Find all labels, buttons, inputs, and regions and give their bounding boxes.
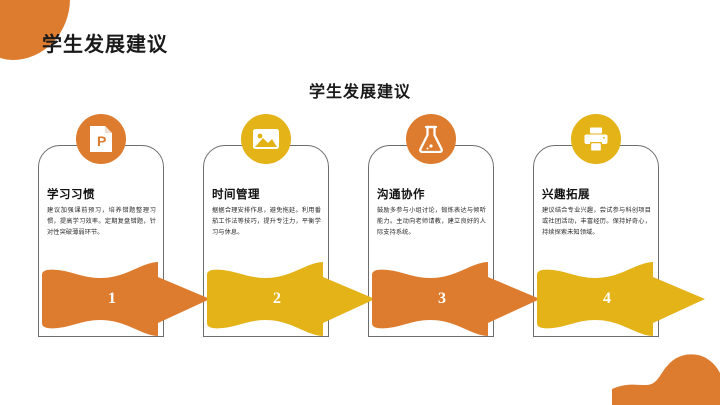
page-title: 学生发展建议	[308, 84, 411, 101]
card-3[interactable]: 沟通协作 鼓励多参与小组讨论，锻炼表达与倾听能力。主动向老师请教，建立良好的人际…	[368, 114, 494, 337]
card-body-text: 鼓励多参与小组讨论，锻炼表达与倾听能力。主动向老师请教，建立良好的人际支持系统。	[377, 207, 486, 236]
svg-text:P: P	[97, 133, 106, 149]
printer-icon	[571, 114, 621, 164]
cards-container: P 学习习惯 建议加强课前预习，培养错题整理习惯，提高学习效率。定期复盘错题，针…	[38, 114, 688, 337]
card-title: 学习习惯	[47, 189, 95, 201]
bottom-right-blob-decoration	[612, 343, 720, 405]
flask-beaker-icon	[406, 114, 456, 164]
card-4[interactable]: 兴趣拓展 建议结合专业兴趣，尝试参与科创项目或社团活动，丰富经历。保持好奇心，持…	[533, 114, 659, 337]
card-title: 时间管理	[212, 189, 260, 201]
card-1[interactable]: P 学习习惯 建议加强课前预习，培养错题整理习惯，提高学习效率。定期复盘错题，针…	[38, 114, 164, 337]
card-title: 沟通协作	[377, 189, 425, 201]
card-body-text: 建议加强课前预习，培养错题整理习惯，提高学习效率。定期复盘错题，针对性突破薄弱环…	[47, 207, 156, 236]
presentation-file-icon: P	[76, 114, 126, 164]
card-body-text: 建议结合专业兴趣，尝试参与科创项目或社团活动，丰富经历。保持好奇心，持续探索未知…	[542, 207, 651, 236]
image-picture-icon	[241, 114, 291, 164]
slide-header-title: 学生发展建议	[42, 34, 168, 56]
card-body-text: 据据合理安排作息，避免拖延。利用番茄工作法等技巧，提升专注力，平衡学习与休息。	[212, 207, 321, 236]
card-title: 兴趣拓展	[542, 189, 590, 201]
card-2[interactable]: 时间管理 据据合理安排作息，避免拖延。利用番茄工作法等技巧，提升专注力，平衡学习…	[203, 114, 329, 337]
